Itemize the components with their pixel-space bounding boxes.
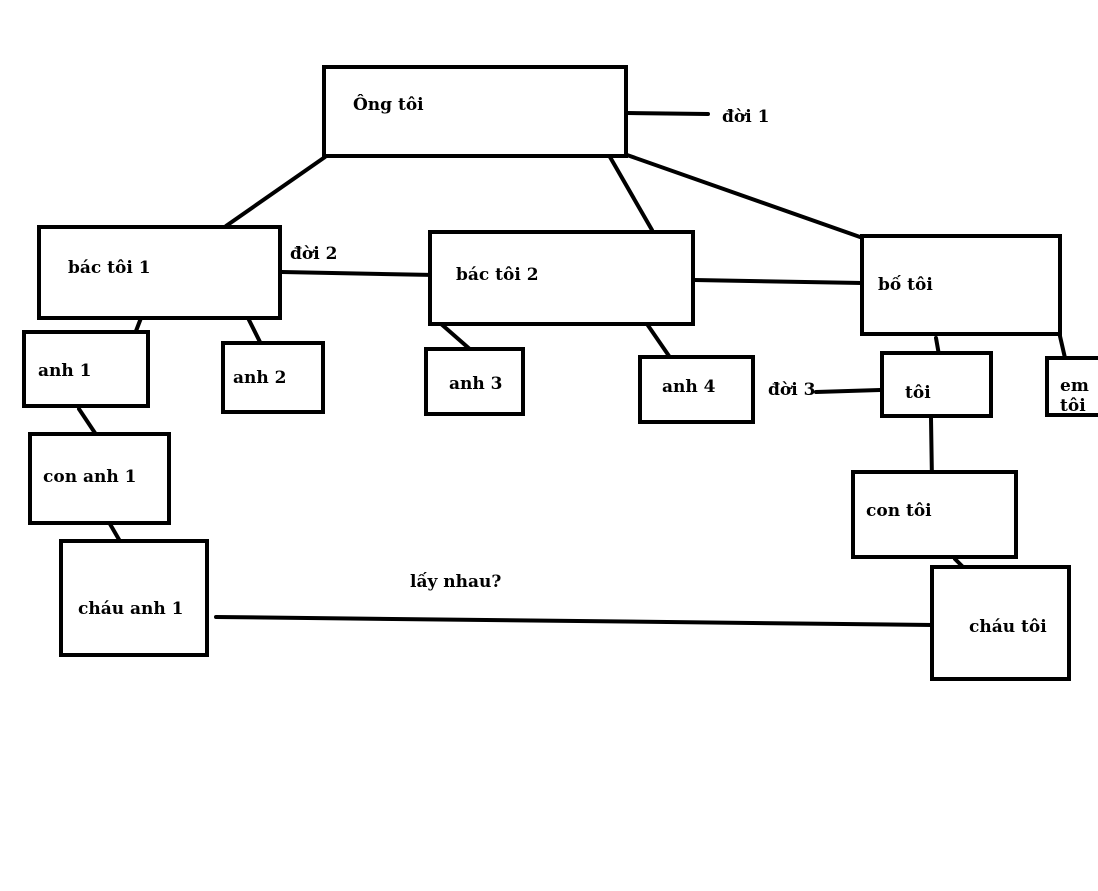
generation-2-label: đời 2 xyxy=(290,244,338,264)
edge-bac1-anh1 xyxy=(134,316,143,333)
marriage-question-label: lấy nhau? xyxy=(410,572,502,592)
node-em-toi-box xyxy=(1045,356,1098,417)
edge-anh1-con xyxy=(77,407,97,435)
node-con-toi-label: con tôi xyxy=(866,501,932,521)
node-bo-toi-box xyxy=(860,234,1062,336)
edge-contoi-chautoi xyxy=(953,557,964,568)
node-bac-toi-2-box xyxy=(428,230,695,326)
node-chau-anh-1-box xyxy=(59,539,209,657)
node-anh-4-label: anh 4 xyxy=(662,377,716,397)
edge-ong-gen1 xyxy=(625,111,710,116)
edge-ong-bac1 xyxy=(224,155,327,228)
generation-1-label: đời 1 xyxy=(722,107,770,127)
node-toi-label: tôi xyxy=(905,383,931,403)
edge-ong-bo xyxy=(625,153,862,239)
edge-bac2-anh3 xyxy=(438,321,474,353)
node-anh-3-box xyxy=(424,347,525,416)
edge-bac2-anh4 xyxy=(645,322,671,358)
node-con-toi-box xyxy=(851,470,1018,559)
node-bac-toi-2-label: bác tôi 2 xyxy=(456,265,539,285)
node-chau-toi-box xyxy=(930,565,1071,681)
edge-bac2-bo xyxy=(692,278,864,285)
node-anh-1-box xyxy=(22,330,150,408)
edge-marriage-question xyxy=(214,615,935,627)
edge-ong-bac2 xyxy=(608,155,654,232)
node-bac-toi-1-label: bác tôi 1 xyxy=(68,258,151,278)
node-anh-2-label: anh 2 xyxy=(233,368,287,388)
node-ong-toi-box xyxy=(322,65,628,158)
edge-bac1-bac2 xyxy=(280,270,437,277)
node-anh-3-label: anh 3 xyxy=(449,374,503,394)
node-toi-box xyxy=(880,351,993,418)
node-anh-1-label: anh 1 xyxy=(38,361,92,381)
generation-3-label: đời 3 xyxy=(768,380,816,400)
node-anh-4-box xyxy=(638,355,755,424)
node-bac-toi-1-box xyxy=(37,225,282,320)
node-con-anh-1-box xyxy=(28,432,171,525)
node-chau-anh-1-label: cháu anh 1 xyxy=(78,599,184,619)
node-chau-toi-label: cháu tôi xyxy=(969,617,1047,637)
node-bo-toi-label: bố tôi xyxy=(878,275,933,295)
node-anh-2-box xyxy=(221,341,325,414)
edge-gen3-toi xyxy=(814,388,882,394)
node-ong-toi-label: Ông tôi xyxy=(353,95,424,115)
node-em-toi-label: em tôi xyxy=(1060,376,1089,412)
node-con-anh-1-label: con anh 1 xyxy=(43,467,137,487)
